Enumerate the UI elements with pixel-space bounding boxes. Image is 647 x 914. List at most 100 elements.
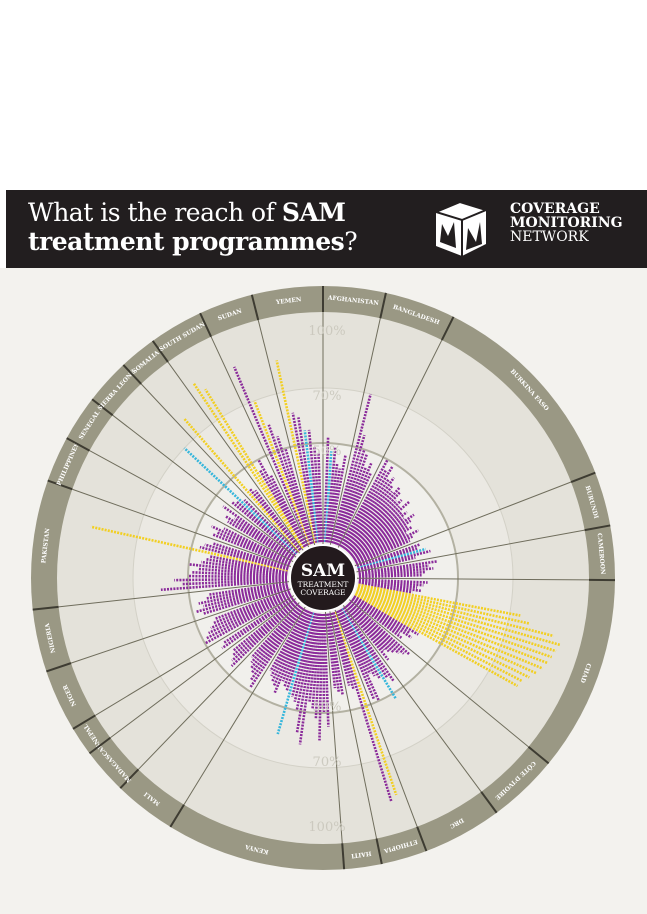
sector-divider <box>58 581 290 608</box>
ring-divider <box>250 294 260 321</box>
coverage-bar-pakistan <box>198 567 288 577</box>
coverage-bar-afghanistan <box>326 463 339 543</box>
sector-divider <box>356 577 589 581</box>
coverage-bar-pakistan <box>174 577 288 582</box>
coverage-bar-drc <box>342 606 395 682</box>
coverage-bar-burkina-faso <box>340 469 388 548</box>
coverage-bar-mali <box>250 605 302 669</box>
coverage-bar-chad <box>357 584 530 625</box>
coverage-bar-kenya <box>308 613 321 703</box>
coverage-bar-chad <box>356 589 548 665</box>
coverage-bar-bangladesh <box>336 472 372 546</box>
coverage-bar-burkina-faso <box>339 458 389 548</box>
coverage-bar-mali <box>250 603 300 659</box>
coverage-bar-drc <box>338 609 376 677</box>
sector-divider <box>167 361 304 551</box>
ring-divider <box>480 791 498 814</box>
coverage-bar-yemen <box>297 417 319 543</box>
coverage-bar-philippines <box>216 531 291 565</box>
coverage-bar-kenya <box>293 612 317 703</box>
coverage-bar-nigeria <box>209 581 288 596</box>
coverage-bar-kenya <box>272 610 310 687</box>
ring-divider <box>584 524 611 532</box>
coverage-bar-senegal <box>222 505 295 559</box>
center-label: COVERAGE <box>300 588 345 597</box>
coverage-bar-senegal <box>233 517 294 559</box>
ring-divider <box>91 398 114 416</box>
coverage-bar-chad <box>355 591 537 675</box>
coverage-bar-niger <box>210 591 291 630</box>
title-treatment: treatment programmes <box>28 227 345 256</box>
coverage-bar-kenya <box>285 611 314 692</box>
coverage-bar-sudan <box>284 447 315 544</box>
coverage-bar-south-sudan <box>192 382 305 549</box>
coverage-bar-kenya <box>269 608 307 672</box>
coverage-bar-chad <box>355 590 544 670</box>
coverage-bar-niger <box>208 592 292 635</box>
coverage-bar-nigeria <box>205 582 288 600</box>
coverage-bar-yemen <box>275 360 317 544</box>
coverage-bar-burkina-faso <box>353 525 408 561</box>
coverage-bar-burkina-faso <box>354 532 407 563</box>
coverage-bar-chad <box>354 593 524 683</box>
coverage-bar-chad <box>353 594 519 688</box>
coverage-bar-haiti <box>325 613 337 689</box>
center-label: SAM <box>301 561 345 581</box>
coverage-bar-kenya <box>295 613 319 734</box>
coverage-bar-philippines <box>223 527 292 564</box>
sector-divider <box>329 611 378 839</box>
coverage-bar-afghanistan <box>323 437 330 543</box>
coverage-bar-philippines <box>212 533 290 566</box>
coverage-bar-burkina-faso <box>341 478 390 549</box>
coverage-bar-chad <box>354 592 530 679</box>
coverage-bar-chad <box>357 585 554 638</box>
coverage-bar-sierra-leone <box>236 500 297 556</box>
country-label: CAMEROON <box>596 533 607 576</box>
ring-divider <box>66 437 90 452</box>
coverage-bar-yemen <box>317 453 323 543</box>
sector-divider <box>348 599 529 748</box>
sector-divider <box>342 605 482 793</box>
coverage-bar-mali <box>250 604 301 664</box>
sector-divider <box>112 414 297 558</box>
coverage-bar-madagascar <box>231 600 297 657</box>
coverage-bar-sierra-leone <box>230 500 297 556</box>
header-banner: What is the reach of SAM treatment progr… <box>6 190 647 268</box>
ring-divider <box>169 804 185 828</box>
coverage-bar-sudan <box>276 435 314 545</box>
coverage-bar-chad <box>350 598 403 639</box>
sector-divider <box>356 529 585 573</box>
coverage-bar-ethiopia <box>333 611 398 796</box>
coverage-bar-kenya <box>321 613 326 714</box>
country-label: HAITI <box>350 849 371 859</box>
coverage-bar-burkina-faso <box>349 511 403 556</box>
ring-label-100: 100% <box>308 820 345 835</box>
page-title: What is the reach of SAM treatment progr… <box>28 198 358 256</box>
coverage-bar-c-te-d-ivoire <box>346 603 395 654</box>
title-text: What is the reach of <box>28 198 282 227</box>
center-label: TREATMENT <box>298 580 349 589</box>
coverage-bar-bangladesh <box>332 449 366 545</box>
coverage-bar-c-te-d-ivoire <box>345 604 386 652</box>
coverage-bar-south-sudan <box>258 469 306 548</box>
ring-label-50: 50% <box>313 444 342 459</box>
coverage-bar-pakistan <box>187 574 288 579</box>
coverage-bar-burkina-faso <box>351 517 405 558</box>
ring-divider <box>375 838 383 865</box>
coverage-bar-kenya <box>273 610 311 694</box>
logo-line-1: COVERAGE <box>510 201 600 217</box>
ring-divider <box>32 605 59 611</box>
coverage-bar-niger <box>204 594 293 645</box>
coverage-bar-niger <box>212 590 291 625</box>
sector-divider <box>337 339 443 548</box>
coverage-bar-pakistan <box>204 543 289 570</box>
coverage-bar-bangladesh <box>334 466 368 545</box>
ring-divider <box>47 479 73 491</box>
coverage-bar-cameroon <box>358 573 422 579</box>
coverage-bar-yemen <box>307 429 321 543</box>
coverage-bar-cameroon <box>358 567 434 577</box>
coverage-bar-c-te-d-ivoire <box>346 603 390 653</box>
coverage-bar-ethiopia <box>331 612 355 690</box>
coverage-bar-c-te-d-ivoire <box>347 602 400 655</box>
